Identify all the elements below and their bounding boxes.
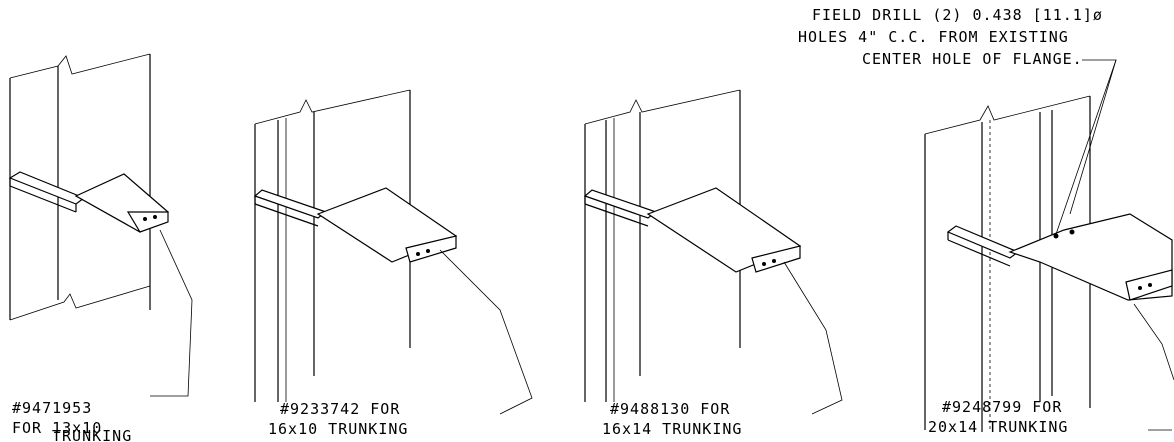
bracket-arm	[1008, 213, 1173, 301]
part-description: FOR 13x10	[12, 419, 102, 437]
part-number: #9248799 FOR	[942, 398, 1062, 416]
label-leader	[783, 261, 843, 415]
label-leader	[439, 249, 533, 415]
note-leader-2	[1069, 59, 1117, 215]
part-number: #9488130 FOR	[610, 400, 730, 418]
bracket-flange	[126, 211, 169, 233]
note-line-2: HOLES 4" C.C. FROM EXISTING	[798, 28, 1069, 46]
part-description: 16x10 TRUNKING	[268, 420, 408, 438]
support-angle	[583, 189, 658, 219]
wall-top-break	[254, 89, 411, 125]
wall-top-break	[924, 95, 1091, 135]
part-number: #9233742 FOR	[280, 400, 400, 418]
support-angle	[253, 189, 328, 219]
bracket-assembly-1: #9471953 FOR 13x10 TRUNKING	[8, 53, 193, 442]
wall-top-break	[584, 89, 741, 125]
bracket-assembly-3: #9488130 FOR 16x14 TRUNKING	[583, 89, 843, 438]
field-drill-note: FIELD DRILL (2) 0.438 [11.1]ø HOLES 4" C…	[798, 6, 1117, 241]
label-leader	[1133, 303, 1174, 381]
part-number: #9471953	[12, 399, 92, 417]
wall-bottom-break	[9, 285, 151, 321]
note-leader-1	[1053, 59, 1117, 241]
support-angle	[946, 225, 1020, 259]
field-drill-hole	[1069, 229, 1075, 235]
support-angle	[8, 171, 86, 205]
part-trunking: TRUNKING	[52, 427, 132, 442]
part-description: 16x14 TRUNKING	[602, 420, 742, 438]
wall-top-break	[9, 53, 151, 79]
note-line-3: CENTER HOLE OF FLANGE.	[862, 50, 1083, 68]
bracket-assembly-4: #9248799 FOR 20x14 TRUNKING	[924, 95, 1174, 436]
label-leader	[150, 229, 193, 397]
field-drill-hole	[1053, 233, 1059, 239]
note-line-1: FIELD DRILL (2) 0.438 [11.1]ø	[812, 6, 1103, 24]
bracket-assembly-2: #9233742 FOR 16x10 TRUNKING	[253, 89, 533, 438]
part-description: 20x14 TRUNKING	[928, 418, 1068, 436]
